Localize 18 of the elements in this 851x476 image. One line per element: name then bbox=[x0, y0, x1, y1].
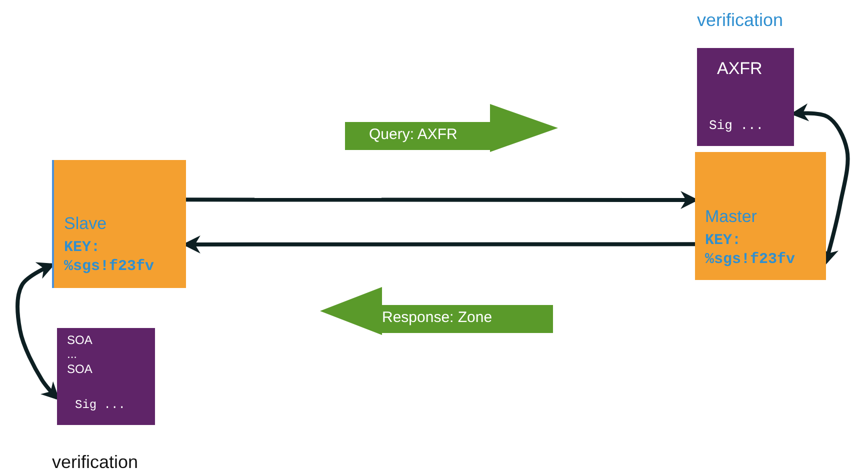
arrow-label: Response: Zone bbox=[382, 309, 494, 326]
server-box bbox=[695, 152, 826, 280]
record-box bbox=[697, 48, 794, 146]
signature-text: Sig ... bbox=[709, 118, 765, 134]
arrow-label: Query: AXFR bbox=[369, 126, 458, 143]
caption-text: verification bbox=[52, 452, 138, 473]
signature-text: Sig ... bbox=[75, 398, 126, 413]
record-text: AXFR bbox=[717, 58, 764, 80]
key-text: KEY: %sgs!f23fv bbox=[64, 239, 156, 276]
server-box bbox=[52, 160, 186, 288]
server-name: Master bbox=[705, 206, 758, 228]
banner-arrow bbox=[320, 287, 553, 335]
banner-arrow bbox=[345, 104, 558, 152]
key-text: KEY: %sgs!f23fv bbox=[705, 232, 796, 270]
server-name: Slave bbox=[64, 213, 108, 234]
record-text: SOA ... SOA bbox=[67, 333, 94, 376]
record-box bbox=[57, 328, 155, 425]
caption-text: verification bbox=[697, 10, 784, 31]
